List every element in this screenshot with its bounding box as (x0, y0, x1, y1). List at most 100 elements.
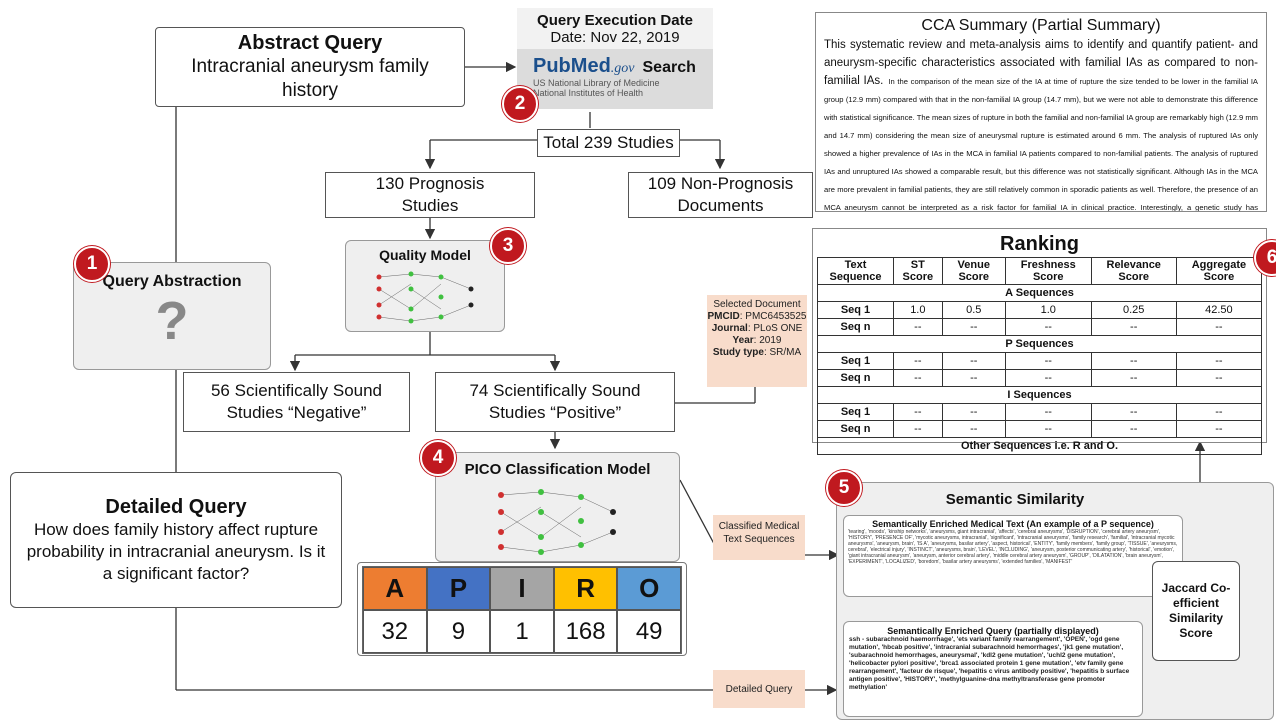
table-row: Seq n---------- (817, 369, 1263, 387)
selected-document-pmcid: PMCID: PMC6453525 (707, 311, 807, 323)
cell: -- (941, 369, 1006, 387)
enriched-query-box: Semantically Enriched Query (partially d… (843, 621, 1143, 717)
neural-network-icon (498, 489, 616, 555)
cell: 1.0 (893, 301, 943, 319)
cell: 42.50 (1175, 301, 1263, 319)
cca-summary-body: In the comparison of the mean size of th… (824, 77, 1258, 212)
cell: -- (1175, 369, 1263, 387)
question-mark-icon: ? (155, 291, 189, 351)
cell: 1.0 (1004, 301, 1092, 319)
type-value: : SR/MA (763, 347, 802, 358)
positive-studies-label: 74 Scientifically Sound Studies “Positiv… (469, 381, 641, 422)
year-label: Year (732, 335, 754, 346)
enriched-query-title: Semantically Enriched Query (partially d… (887, 626, 1099, 636)
query-date-title: Query Execution Date (537, 12, 693, 29)
other-sequences-label: Other Sequences i.e. R and O. (817, 437, 1262, 455)
step-badge-5: 5 (826, 470, 862, 506)
prognosis-box: 130 Prognosis Studies (325, 172, 535, 218)
ranking-header-row: Text Sequence ST Score Venue Score Fresh… (817, 257, 1263, 285)
cca-summary-title: CCA Summary (Partial Summary) (921, 17, 1161, 34)
pico-count-a: 32 (363, 610, 427, 653)
section-i-label: I Sequences (817, 386, 1262, 404)
col-text-sequence: Text Sequence (817, 257, 894, 285)
col-relevance-score: Relevance Score (1090, 257, 1177, 285)
pico-label-a: A (363, 567, 427, 610)
cell: 0.5 (941, 301, 1006, 319)
pubmed-search-label[interactable]: Search (642, 59, 696, 76)
enriched-text-box: Semantically Enriched Medical Text (An e… (843, 515, 1183, 597)
ranking-panel: Ranking Text Sequence ST Score Venue Sco… (812, 228, 1267, 455)
detailed-query-tag-label: Detailed Query (725, 683, 793, 695)
ranking-table: Text Sequence ST Score Venue Score Fresh… (817, 257, 1263, 455)
abstract-query-box: Abstract Query Intracranial aneurysm fam… (155, 27, 465, 107)
cell: -- (941, 352, 1006, 370)
abstract-query-text: Intracranial aneurysm family history (191, 55, 429, 101)
enriched-text-title: Semantically Enriched Medical Text (An e… (872, 519, 1154, 529)
cell: -- (941, 403, 1006, 421)
step-badge-4: 4 (420, 440, 456, 476)
detailed-query-box: Detailed Query How does family history a… (10, 472, 342, 608)
col-st-score: ST Score (893, 257, 943, 285)
positive-studies-box: 74 Scientifically Sound Studies “Positiv… (435, 372, 675, 432)
cell: -- (1175, 403, 1263, 421)
pico-model-box: PICO Classification Model (435, 452, 680, 562)
selected-document-tag: Selected Document PMCID: PMC6453525 Jour… (707, 295, 807, 387)
section-a-label: A Sequences (817, 284, 1262, 302)
quality-model-box: Quality Model (345, 240, 505, 332)
col-aggregate-score: Aggregate Score (1175, 257, 1263, 285)
step-badge-3: 3 (490, 228, 526, 264)
cell: Seq n (817, 318, 894, 336)
pubmed-logo-med: Med (570, 55, 611, 77)
cell: -- (1090, 403, 1177, 421)
cell: -- (1004, 403, 1092, 421)
detailed-query-tag: Detailed Query (713, 670, 805, 708)
cell: -- (941, 420, 1006, 438)
cell: -- (1090, 369, 1177, 387)
negative-studies-box: 56 Scientifically Sound Studies “Negativ… (183, 372, 410, 432)
pubmed-logo-gov: .gov (610, 61, 635, 76)
pico-label-o: O (617, 567, 681, 610)
semantic-similarity-panel: Semantic Similarity Semantically Enriche… (836, 482, 1274, 720)
col-freshness-score: Freshness Score (1004, 257, 1092, 285)
section-a-row: A Sequences (817, 284, 1262, 302)
cell: -- (1175, 318, 1263, 336)
cca-summary-content: This systematic review and meta-analysis… (824, 35, 1258, 212)
pubmed-sub1: US National Library of Medicine (533, 78, 660, 88)
cell: -- (893, 420, 943, 438)
abstract-query-title: Abstract Query (237, 31, 383, 54)
table-row: Seq 1---------- (817, 403, 1263, 421)
selected-document-year: Year: 2019 (707, 335, 807, 347)
pubmed-sub2: National Institutes of Health (533, 88, 644, 98)
cell: -- (1004, 318, 1092, 336)
query-date-value: Date: Nov 22, 2019 (550, 29, 680, 46)
section-p-label: P Sequences (817, 335, 1262, 353)
pmcid-value: : PMC6453525 (739, 311, 807, 322)
classified-sequences-label: Classified Medical Text Sequences (718, 521, 800, 545)
non-prognosis-label: 109 Non-Prognosis Documents (647, 174, 794, 215)
cell: -- (893, 318, 943, 336)
detailed-query-title: Detailed Query (105, 495, 247, 518)
enriched-text-body: 'tearing', 'moods', 'kinship networks', … (848, 529, 1178, 565)
cca-summary-box: CCA Summary (Partial Summary) This syste… (815, 12, 1267, 212)
cell: -- (1004, 420, 1092, 438)
cell: -- (1004, 369, 1092, 387)
cell: Seq 1 (817, 301, 894, 319)
cell: -- (1090, 318, 1177, 336)
cell: -- (893, 369, 943, 387)
total-studies-box: Total 239 Studies (537, 129, 680, 157)
selected-document-journal: Journal: PLoS ONE (707, 323, 807, 335)
step-badge-1: 1 (74, 246, 110, 282)
prognosis-label: 130 Prognosis Studies (375, 174, 485, 215)
non-prognosis-box: 109 Non-Prognosis Documents (628, 172, 813, 218)
jaccard-label: Jaccard Co-efficient Similarity Score (1161, 581, 1231, 640)
quality-model-title: Quality Model (379, 247, 471, 263)
negative-studies-label: 56 Scientifically Sound Studies “Negativ… (210, 381, 383, 422)
detailed-query-text: How does family history affect rupture p… (26, 519, 326, 583)
pico-count-r: 168 (553, 610, 618, 653)
selected-document-title: Selected Document (713, 299, 801, 310)
year-value: : 2019 (753, 335, 782, 346)
cell: -- (1090, 420, 1177, 438)
journal-label: Journal (711, 323, 748, 334)
other-sequences-row: Other Sequences i.e. R and O. (817, 437, 1262, 455)
